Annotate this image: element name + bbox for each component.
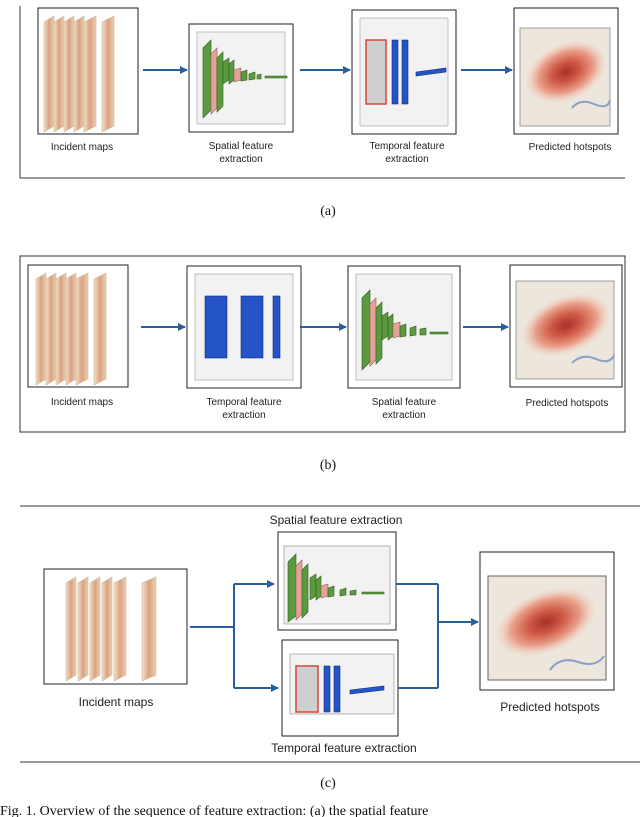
temporal-box-a	[351, 9, 457, 135]
label-spatial-b-2: extraction	[382, 410, 425, 421]
map-stack-a	[43, 15, 115, 133]
label-temporal-b-1: Temporal feature	[206, 397, 281, 408]
figure-caption: Fig. 1. Overview of the sequence of feat…	[0, 804, 428, 817]
fork-connector	[190, 580, 279, 692]
label-spatial-c: Spatial feature extraction	[270, 513, 403, 527]
incident-maps-a	[37, 7, 139, 135]
rnn-icon-a	[365, 39, 447, 105]
incident-maps-b	[27, 264, 129, 388]
label-hotspots-a: Predicted hotspots	[529, 142, 612, 153]
label-incident-maps-c: Incident maps	[79, 695, 154, 709]
panel-a: Incident maps Spatial feature extraction	[19, 6, 625, 219]
temporal-box-c	[281, 639, 399, 737]
label-spatial-b-1: Spatial feature	[372, 397, 437, 408]
caption-c: (c)	[320, 776, 336, 791]
cnn-icon-a	[202, 39, 288, 119]
panel-b: Incident maps Temporal feature extractio…	[19, 255, 626, 473]
label-hotspots-c: Predicted hotspots	[500, 700, 599, 714]
cnn-icon-b	[361, 289, 449, 371]
label-temporal-b-2: extraction	[222, 410, 265, 421]
heatmap-box-b	[509, 264, 623, 388]
temporal-box-b	[186, 265, 302, 389]
spatial-box-a	[188, 23, 294, 133]
spatial-box-c	[277, 531, 397, 631]
heatmap-box-a	[513, 7, 619, 135]
spatial-box-b	[347, 265, 461, 389]
label-incident-maps-b: Incident maps	[51, 397, 113, 408]
panel-c: Incident maps Spatial feature extraction	[20, 505, 640, 791]
heatmap-box-c	[479, 551, 615, 691]
rnn-icon-b	[204, 295, 281, 359]
label-temporal-a-2: extraction	[385, 154, 428, 165]
label-temporal-a-1: Temporal feature	[369, 141, 444, 152]
merge-connector	[396, 583, 479, 689]
rnn-icon-c	[295, 665, 385, 713]
label-spatial-a-2: extraction	[219, 154, 262, 165]
cnn-icon-c	[287, 553, 385, 623]
caption-a: (a)	[320, 204, 336, 219]
label-hotspots-b: Predicted hotspots	[526, 398, 609, 409]
label-incident-maps-a: Incident maps	[51, 142, 113, 153]
label-temporal-c: Temporal feature extraction	[271, 741, 416, 755]
label-spatial-a-1: Spatial feature	[209, 141, 274, 152]
incident-maps-c	[43, 568, 188, 685]
caption-b: (b)	[320, 458, 337, 473]
